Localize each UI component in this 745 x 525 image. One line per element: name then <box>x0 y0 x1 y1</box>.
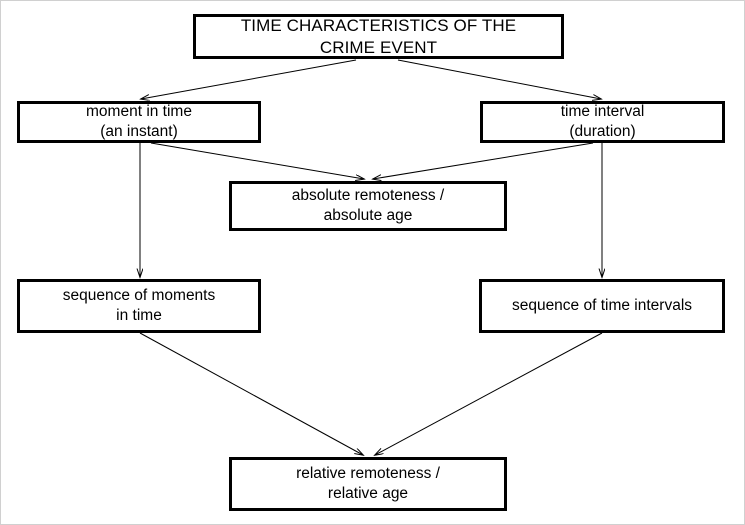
edge-title-to-moment-in-time <box>141 59 357 99</box>
node-moment-in-time: moment in time (an instant) <box>17 101 261 143</box>
edge-sequence-of-intervals-to-relative-remoteness <box>375 332 603 455</box>
node-title-time-characteristics: TIME CHARACTERISTICS OF THE CRIME EVENT <box>193 14 564 59</box>
edge-time-interval-to-absolute-remoteness <box>373 142 594 179</box>
node-relative-remoteness: relative remoteness / relative age <box>229 457 507 511</box>
edge-moment-in-time-to-absolute-remoteness <box>150 142 364 179</box>
edge-title-to-time-interval <box>397 59 601 99</box>
node-sequence-of-moments-in-time: sequence of moments in time <box>17 279 261 333</box>
edge-sequence-of-moments-to-relative-remoteness <box>139 332 363 455</box>
node-sequence-of-time-intervals: sequence of time intervals <box>479 279 725 333</box>
node-absolute-remoteness: absolute remoteness / absolute age <box>229 181 507 231</box>
node-time-interval: time interval (duration) <box>480 101 725 143</box>
